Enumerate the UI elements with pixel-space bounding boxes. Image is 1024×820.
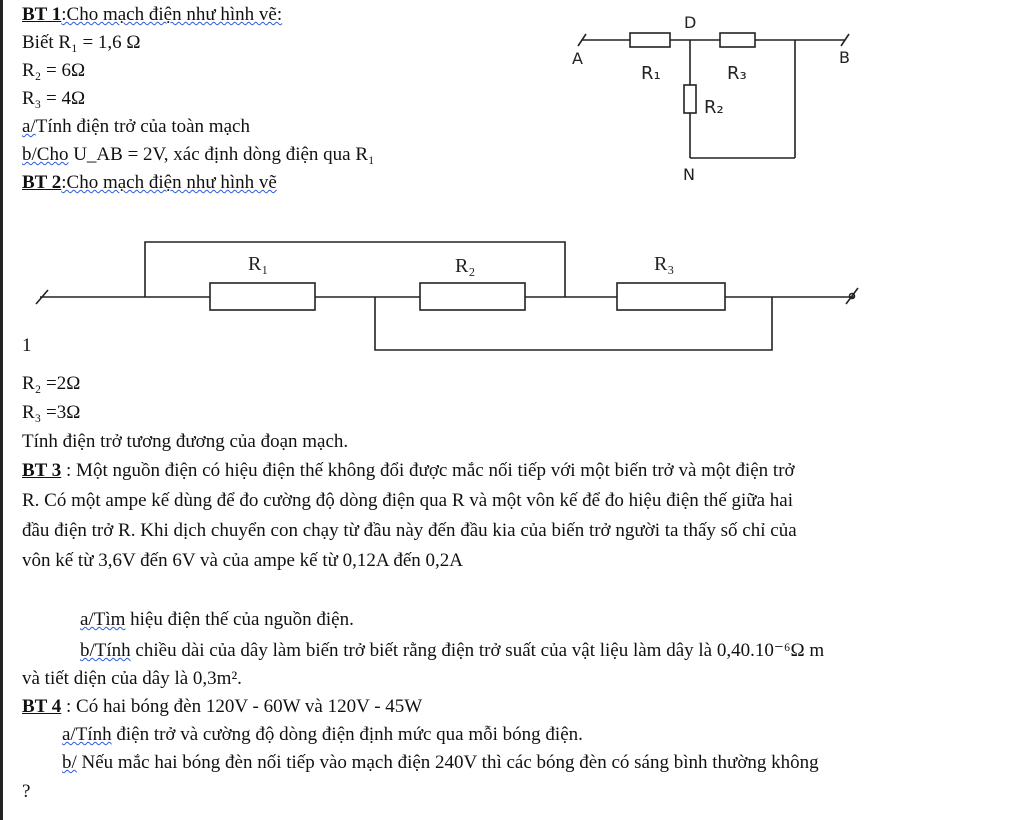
bt4-question-b: b/ Nếu mắc hai bóng đèn nối tiếp vào mạc… (62, 751, 819, 775)
bt1-title: BT 1 (22, 4, 62, 25)
left-border (0, 0, 3, 820)
a-text: hiệu điện thế của nguồn điện. (125, 609, 354, 630)
label-d: D (684, 13, 696, 32)
terminal-left (35, 289, 49, 305)
bt2-circuit-labels: R₁ R₂ R₃ (248, 253, 674, 277)
resistor-r1 (629, 32, 671, 48)
b-text: chiều dài của dây làm biến trở biết rằng… (130, 640, 825, 661)
terminal-b (840, 33, 850, 47)
bt3-line1: BT 3 : Một nguồn điện có hiệu điện thế k… (22, 459, 795, 483)
wire-bottom-loop (374, 297, 773, 351)
bt1-circuit-labels: D A B N R₁ R₃ R₂ (572, 13, 850, 184)
b-marker: b/ (62, 752, 77, 773)
bt3-question-b-cont: và tiết diện của dây là 0,3m². (22, 668, 242, 689)
bt4-title: BT 4 (22, 696, 62, 717)
bt1-circuit (577, 32, 850, 159)
resistor-r3 (719, 32, 756, 48)
terminal-a (577, 33, 587, 47)
label-a: A (572, 49, 583, 68)
label-n: N (683, 165, 695, 184)
bt2-heading: BT 2:Cho mạch điện như hình vẽ (22, 171, 277, 195)
bt1-title-rest: :Cho mạch điện như hình vẽ: (61, 4, 283, 25)
terminal-dot (848, 292, 856, 300)
label-r1: R₁ (248, 253, 268, 275)
b-marker: b/Tính (80, 640, 131, 661)
bt1-r3-value: R₃ = 4Ω (22, 88, 86, 109)
bt2-title: BT 2 (22, 172, 62, 193)
bt3-question-b: b/Tính chiều dài của dây làm biến trở bi… (80, 639, 824, 663)
bt2-title-rest: :Cho mạch điện như hình vẽ (61, 172, 277, 193)
wire-top-loop (144, 241, 566, 297)
bt1-question-a: a/Tính điện trở của toàn mạch (22, 115, 250, 139)
terminal-right (845, 287, 859, 305)
bt1-r2-value: R₂ = 6Ω (22, 60, 86, 81)
b-marker: b/Cho (22, 144, 69, 165)
bt4-question-a: a/Tính điện trở và cường độ dòng điện đị… (62, 723, 583, 747)
label-r1: R₁ (641, 63, 661, 84)
given-prefix: Biết (22, 32, 59, 53)
bt1-given-r1: Biết R₁ = 1,6 Ω (22, 31, 141, 55)
label-b: B (839, 48, 850, 67)
resistor-r2 (683, 84, 697, 114)
label-r2: R₂ (704, 97, 724, 118)
bt2-r3-value: R₃ =3Ω (22, 402, 81, 423)
a-marker: a/Tìm (80, 609, 126, 630)
a-text: Tính điện trở của toàn mạch (35, 116, 250, 137)
bt4-title-rest: : Có hai bóng đèn 120V - 60W và 120V - 4… (61, 696, 423, 717)
bt2-stray-mark: 1 (22, 335, 32, 356)
bt2-question: Tính điện trở tương đương của đoạn mạch. (22, 431, 349, 452)
bt4-question-end: ? (22, 781, 31, 802)
resistor-r1 (209, 282, 316, 311)
b-text: Nếu mắc hai bóng đèn nối tiếp vào mạch đ… (76, 752, 819, 773)
bt2-circuit (35, 241, 859, 351)
bt3-question-a: a/Tìm hiệu điện thế của nguồn điện. (80, 608, 354, 632)
label-r2: R₂ (455, 255, 475, 277)
bt3-line4: vôn kế từ 3,6V đến 6V và của ampe kế từ … (22, 550, 463, 571)
bt2-r2-value: R₂ =2Ω (22, 373, 81, 394)
bt3-line1-text: : Một nguồn điện có hiệu điện thế không … (61, 460, 795, 481)
bt1-question-b: b/Cho U_AB = 2V, xác định dòng điện qua … (22, 143, 375, 167)
r1-value: R₁ = 1,6 Ω (58, 32, 141, 53)
resistor-r3 (616, 282, 726, 311)
bt3-line3: đầu điện trở R. Khi dịch chuyển con chạy… (22, 520, 797, 541)
label-r3: R₃ (654, 253, 674, 275)
a-marker: a/Tính (62, 724, 112, 745)
bt1-heading: BT 1:Cho mạch điện như hình vẽ: (22, 3, 282, 27)
bt3-title: BT 3 (22, 460, 62, 481)
bt3-line2: R. Có một ampe kế dùng để đo cường độ dò… (22, 490, 793, 511)
resistor-r2 (419, 282, 526, 311)
bt4-heading: BT 4 : Có hai bóng đèn 120V - 60W và 120… (22, 695, 422, 719)
b-text: U_AB = 2V, xác định dòng điện qua R₁ (68, 144, 375, 165)
a-marker: a/ (22, 116, 36, 137)
label-r3: R₃ (727, 63, 747, 84)
a-text: điện trở và cường độ dòng điện định mức … (111, 724, 583, 745)
